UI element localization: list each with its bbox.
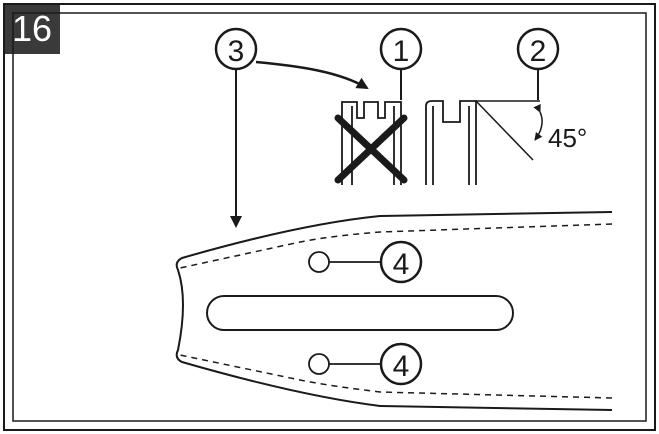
callout-4-bottom-label: 4 <box>393 350 410 383</box>
callout-1: 1 <box>379 27 423 71</box>
arrow-3-to-groove <box>255 60 369 90</box>
callout-2: 2 <box>516 27 560 71</box>
callout-4-top: 4 <box>379 240 423 284</box>
callout-2-label: 2 <box>530 35 547 68</box>
angle-label: 45° <box>548 123 587 153</box>
correct-groove-profile <box>425 100 477 185</box>
guide-bar <box>175 211 613 411</box>
chamfer-line <box>475 100 534 161</box>
bar-slot <box>206 295 514 331</box>
inner-border <box>12 12 647 422</box>
angle-arc <box>533 103 543 141</box>
oil-hole-top <box>308 251 330 273</box>
outer-border <box>3 3 656 431</box>
cross-out-mark <box>334 114 408 184</box>
callout-1-label: 1 <box>393 35 410 68</box>
callout-4-bottom: 4 <box>379 342 423 386</box>
callout-3: 3 <box>214 27 258 71</box>
callout-3-label: 3 <box>228 35 245 68</box>
rail-dashed-lines <box>179 223 613 399</box>
callout-4-top-label: 4 <box>393 248 410 281</box>
oil-hole-bottom <box>308 353 330 375</box>
